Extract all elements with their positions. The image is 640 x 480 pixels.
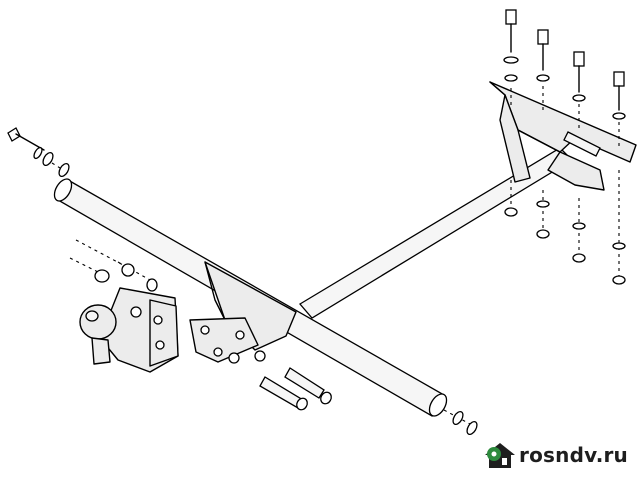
end-bolt-left — [7, 127, 70, 178]
brace-tube — [299, 147, 574, 319]
left-hardware — [69, 239, 158, 292]
house-pin-icon — [485, 443, 516, 468]
front-bracket — [189, 317, 259, 363]
watermark: rosndv.ru — [483, 440, 628, 470]
end-hardware-right — [443, 409, 478, 436]
watermark-text: rosndv.ru — [519, 443, 628, 467]
mounting-bolts-top — [503, 9, 626, 120]
nuts-and-washers-lower — [504, 200, 626, 285]
bolt-alignment-lines — [510, 86, 620, 276]
tow-ball-mount — [79, 287, 179, 373]
side-plate — [204, 261, 297, 351]
lower-bolts — [228, 350, 332, 411]
upper-mounting-bracket — [489, 81, 637, 191]
